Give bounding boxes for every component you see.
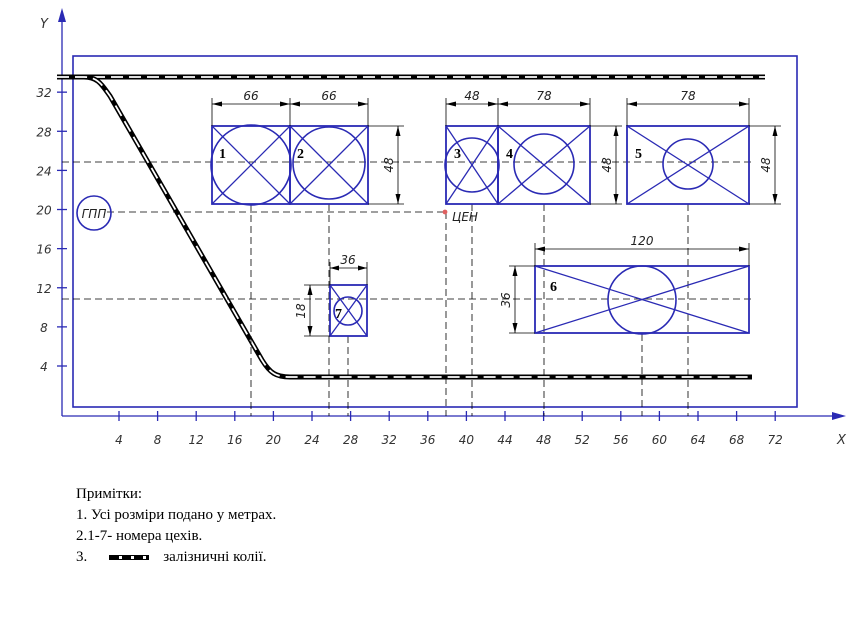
x-axis-arrow-icon bbox=[832, 412, 846, 420]
y-tick-group: 4 8 12 16 20 24 28 32 bbox=[36, 86, 67, 374]
dim-ws1-width: 66 bbox=[243, 89, 259, 103]
workshop-number: 3 bbox=[454, 147, 461, 162]
dim-ws4-width: 78 bbox=[536, 89, 552, 103]
workshop-5[interactable]: 5 bbox=[626, 125, 750, 205]
x-tick-label: 28 bbox=[343, 433, 359, 447]
y-tick-label: 8 bbox=[40, 321, 48, 335]
load-center: ЦЕН bbox=[442, 209, 478, 224]
y-tick-label: 16 bbox=[36, 243, 52, 257]
x-tick-label: 40 bbox=[459, 433, 475, 447]
substation-gpp[interactable]: ГПП bbox=[76, 195, 112, 231]
dim-ws5-width: 78 bbox=[680, 89, 696, 103]
notes-line-3-text: залізничні колії. bbox=[163, 549, 267, 565]
load-center-label: ЦЕН bbox=[452, 210, 478, 224]
notes-line-2: 2.1-7- номера цехів. bbox=[76, 528, 203, 544]
workshop-6[interactable]: 6 bbox=[534, 265, 750, 335]
center-lines bbox=[62, 161, 752, 416]
y-tick-label: 4 bbox=[40, 360, 48, 374]
x-tick-label: 68 bbox=[729, 433, 745, 447]
workshop-number: 5 bbox=[635, 147, 642, 162]
x-tick-label: 36 bbox=[420, 433, 436, 447]
workshop-2[interactable]: 2 bbox=[289, 125, 369, 205]
y-tick-label: 24 bbox=[36, 164, 51, 178]
railway-legend-icon bbox=[109, 555, 150, 561]
railway-tracks bbox=[57, 74, 765, 380]
x-tick-label: 24 bbox=[304, 433, 319, 447]
y-tick-label: 32 bbox=[36, 86, 51, 100]
x-tick-label: 48 bbox=[536, 433, 552, 447]
notes-line-3: 3. залізничні колії. bbox=[76, 547, 276, 568]
y-axis-label: Y bbox=[40, 17, 49, 32]
workshop-1[interactable]: 1 bbox=[210, 124, 292, 206]
workshop-3[interactable]: 3 bbox=[444, 125, 500, 205]
site-boundary bbox=[72, 55, 798, 408]
x-tick-label: 44 bbox=[497, 433, 512, 447]
x-tick-label: 52 bbox=[575, 433, 590, 447]
dim-ws4-height: 48 bbox=[600, 157, 614, 173]
x-tick-label: 4 bbox=[115, 433, 123, 447]
workshop-7[interactable]: 7 bbox=[329, 284, 368, 337]
x-tick-label: 60 bbox=[652, 433, 668, 447]
dim-ws3-width: 48 bbox=[464, 89, 480, 103]
x-tick-label: 16 bbox=[227, 433, 243, 447]
workshop-4[interactable]: 4 bbox=[497, 125, 591, 205]
workshop-number: 4 bbox=[506, 147, 513, 162]
x-tick-label: 56 bbox=[613, 433, 629, 447]
y-tick-label: 20 bbox=[36, 204, 52, 218]
notes-line-1: 1. Усі розміри подано у метрах. bbox=[76, 507, 277, 523]
x-axis-label: X bbox=[836, 433, 847, 448]
y-tick-label: 12 bbox=[36, 282, 51, 296]
x-tick-label: 8 bbox=[154, 433, 162, 447]
x-tick-label: 72 bbox=[768, 433, 783, 447]
x-tick-label: 20 bbox=[266, 433, 282, 447]
dim-ws6-width: 120 bbox=[631, 234, 654, 248]
dim-ws6-height: 36 bbox=[499, 292, 513, 308]
workshop-number: 2 bbox=[297, 147, 304, 162]
notes-line-3-number: 3. bbox=[76, 549, 88, 565]
workshop-number: 1 bbox=[219, 147, 226, 162]
dim-ws7-height: 18 bbox=[294, 303, 308, 319]
y-tick-label: 28 bbox=[36, 125, 52, 139]
dim-ws7-width: 36 bbox=[340, 253, 356, 267]
dim-ws2-height: 48 bbox=[382, 157, 396, 173]
dim-ws5-height: 48 bbox=[759, 157, 773, 173]
workshop-number: 6 bbox=[550, 280, 557, 295]
x-tick-label: 32 bbox=[382, 433, 397, 447]
dimension-lines bbox=[211, 98, 781, 337]
workshop-number: 7 bbox=[335, 307, 342, 322]
x-tick-label: 64 bbox=[690, 433, 705, 447]
substation-label: ГПП bbox=[82, 207, 107, 221]
dimension-labels: 66 66 48 78 78 120 36 48 48 48 36 18 bbox=[243, 89, 773, 319]
x-tick-label: 12 bbox=[189, 433, 204, 447]
notes-title: Примітки: bbox=[76, 486, 143, 502]
y-axis-arrow-icon bbox=[58, 8, 66, 22]
dim-ws2-width: 66 bbox=[321, 89, 337, 103]
notes-block: Примітки: 1. Усі розміри подано у метрах… bbox=[76, 484, 276, 568]
